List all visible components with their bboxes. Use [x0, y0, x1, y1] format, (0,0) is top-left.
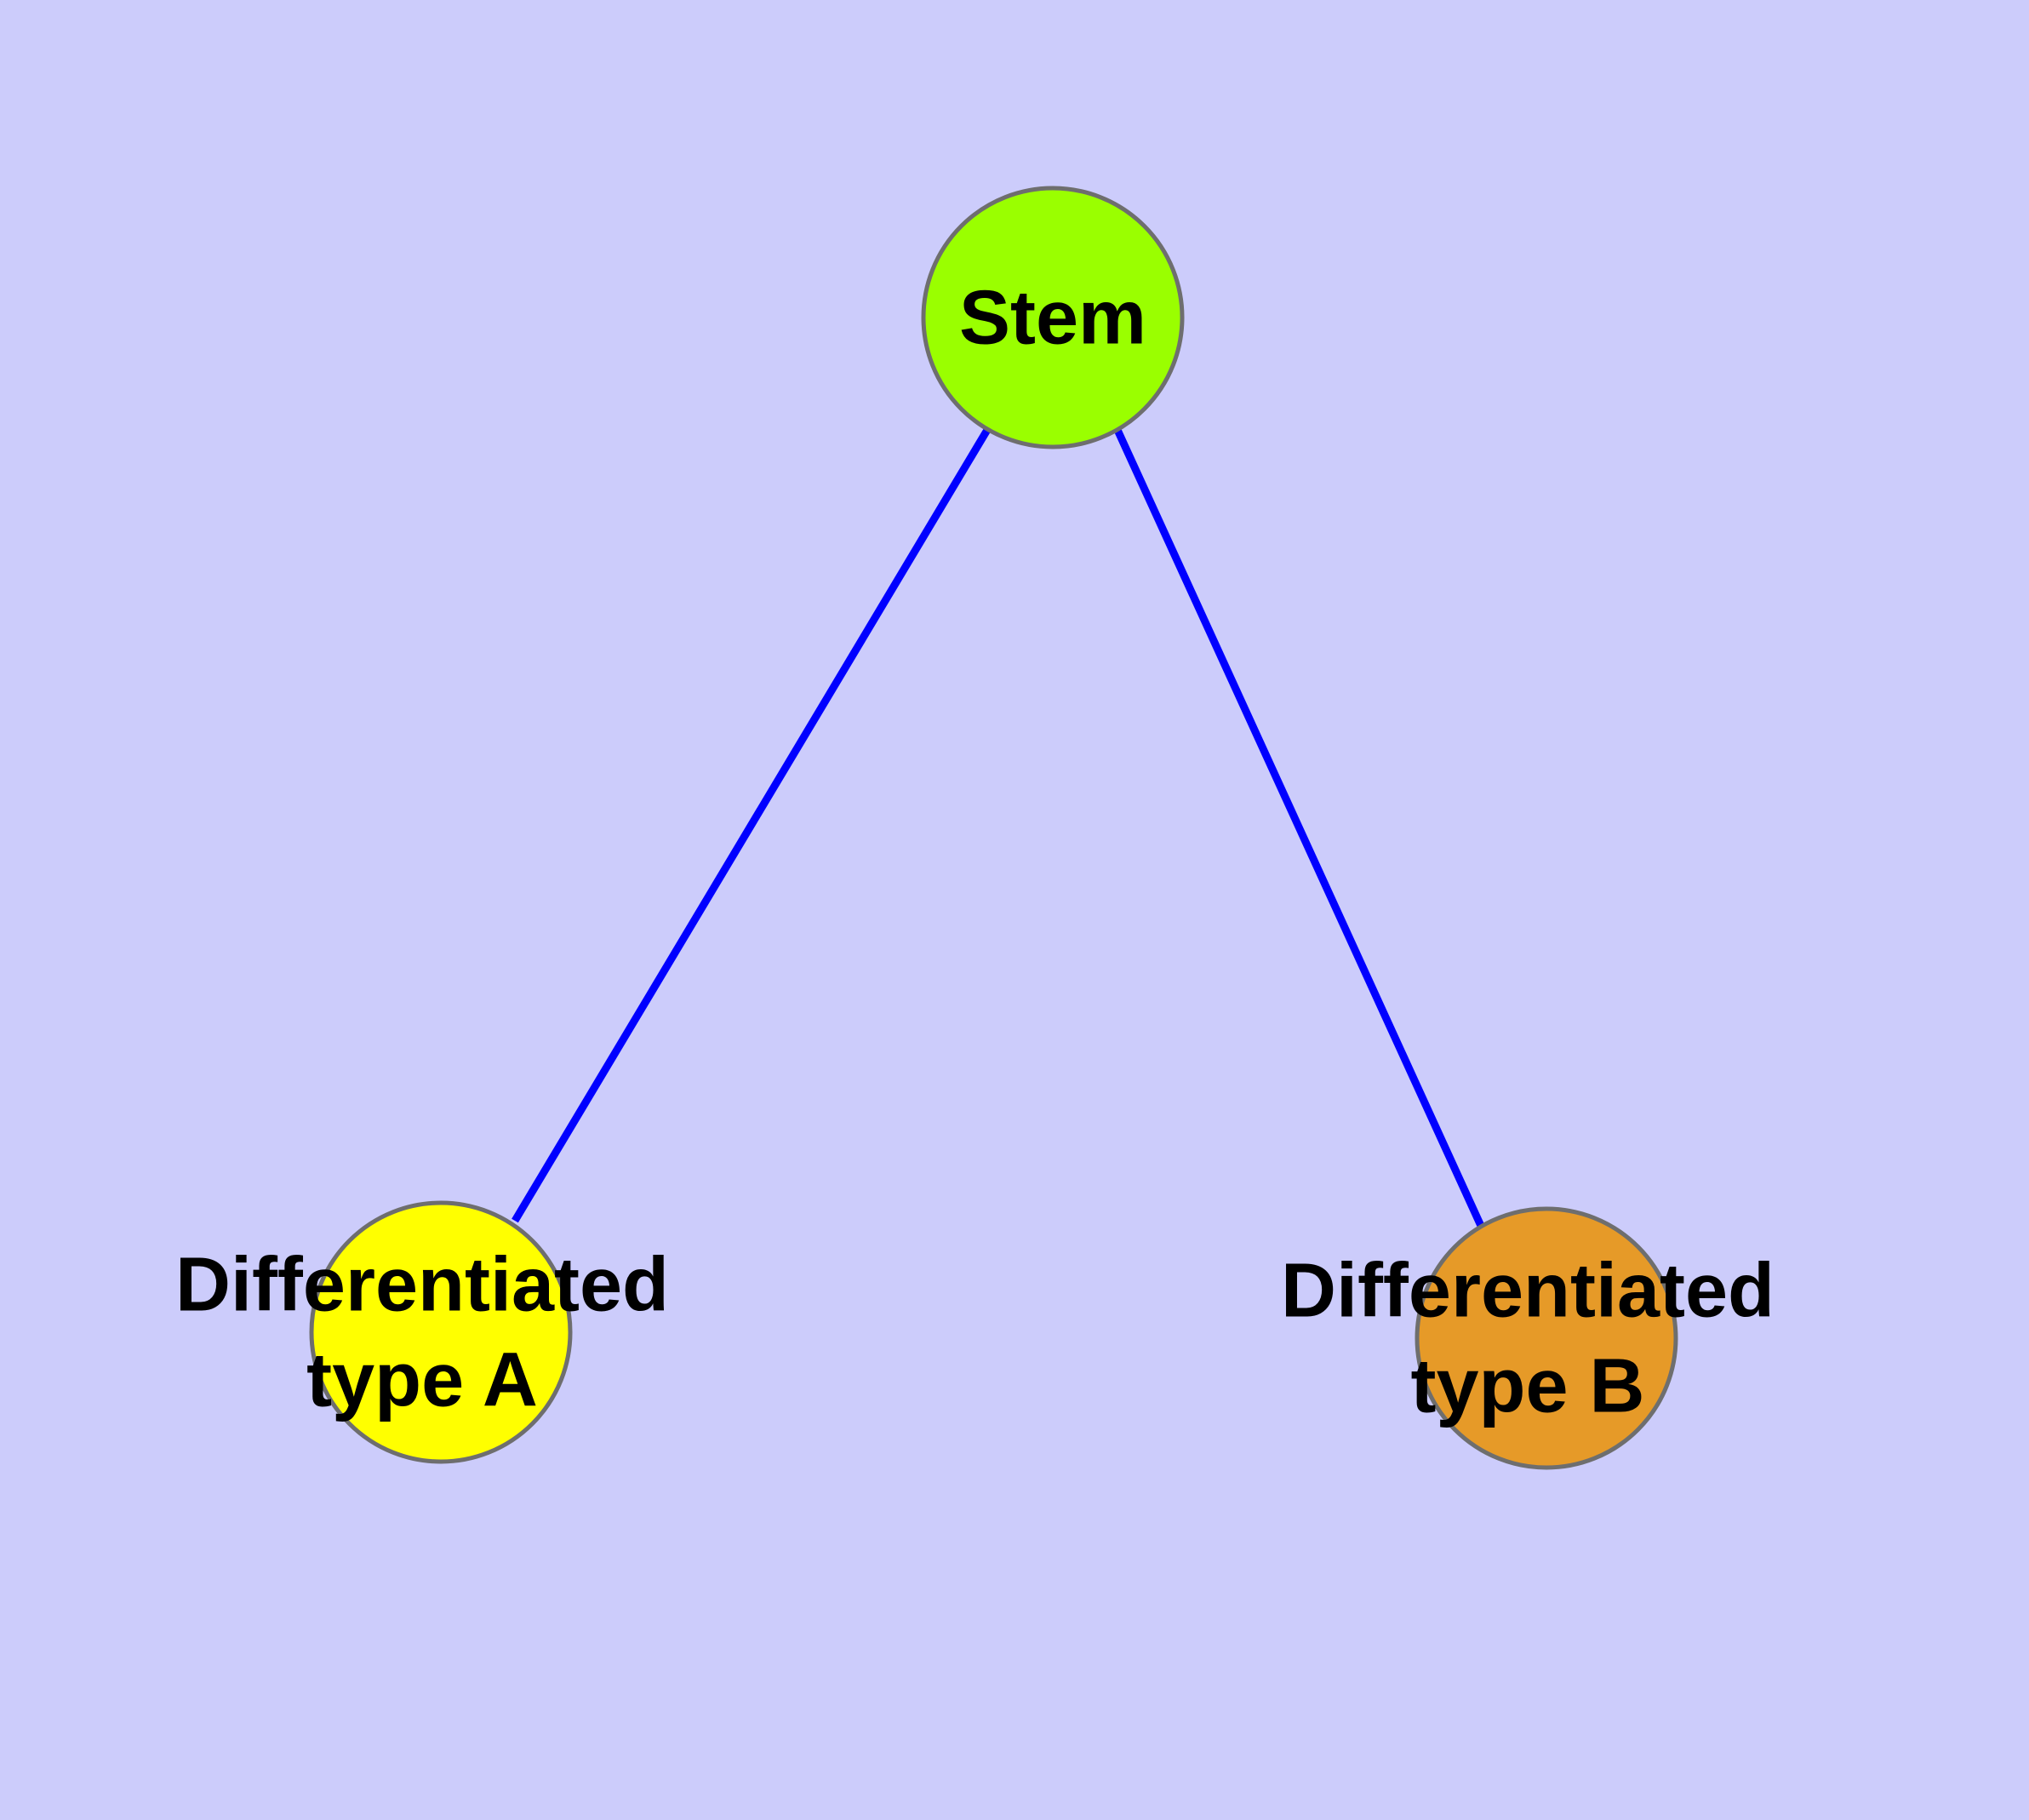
- differentiated-type-b-node[interactable]: [1415, 1206, 1678, 1470]
- node-layer: [309, 186, 1678, 1470]
- differentiated-type-a-node-label-line-1: Differentiated: [175, 1243, 669, 1328]
- differentiated-type-a-node[interactable]: [309, 1200, 573, 1464]
- stem-node[interactable]: [921, 186, 1185, 449]
- stem-node-label: Stem: [959, 276, 1146, 361]
- differentiated-type-b-node-label-line-2: type B: [1410, 1344, 1644, 1429]
- differentiated-type-b-node-label-line-1: Differentiated: [1281, 1249, 1775, 1334]
- stem-node-label-line-1: Stem: [959, 276, 1146, 361]
- edge-stem-to-differentiated-type-a[interactable]: [512, 427, 991, 1223]
- differentiated-type-b-node-label: Differentiated type B: [1281, 1249, 1775, 1429]
- differentiated-type-a-node-label-line-2: type A: [306, 1338, 538, 1423]
- edge-stem-to-differentiated-type-b[interactable]: [1113, 428, 1485, 1228]
- differentiated-type-a-node-label: Differentiated type A: [175, 1243, 669, 1423]
- edge-layer: [512, 427, 1485, 1228]
